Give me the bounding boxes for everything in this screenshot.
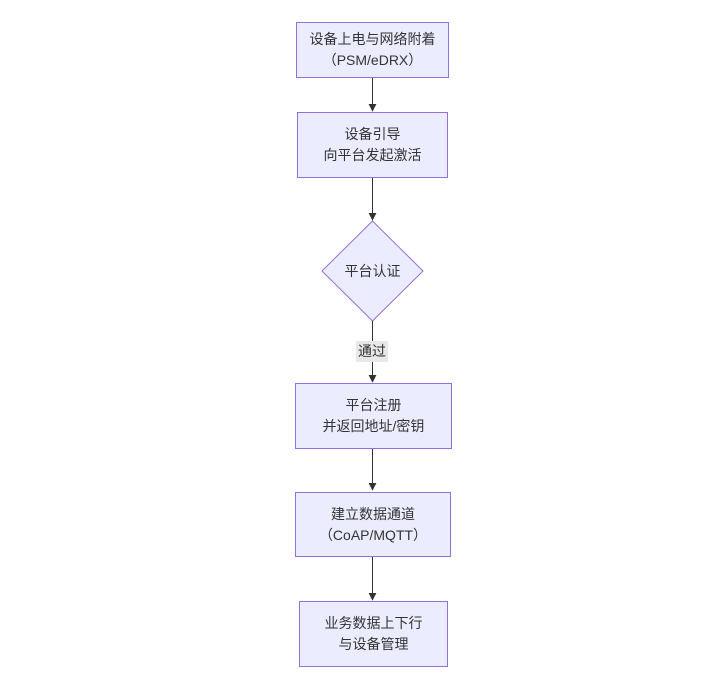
node-label: 并返回地址/密钥 [322, 418, 425, 434]
node-power-attach: 设备上电与网络附着 （PSM/eDRX） [296, 22, 449, 78]
node-label: 建立数据通道 [331, 505, 415, 522]
node-label: 平台认证 [344, 263, 401, 279]
node-label: 平台注册 [345, 397, 402, 413]
node-label: （PSM/eDRX） [322, 52, 423, 68]
node-data-channel: 建立数据通道 （CoAP/MQTT） [295, 492, 451, 557]
edge-label-pass: 通过 [356, 341, 388, 362]
node-label: 设备上电与网络附着 [309, 31, 436, 47]
node-label: （CoAP/MQTT） [318, 526, 428, 543]
node-business-data: 业务数据上下行 与设备管理 [299, 601, 448, 667]
node-label: 业务数据上下行 [324, 615, 423, 631]
node-bootstrap-activate: 设备引导 向平台发起激活 [297, 112, 448, 178]
node-label: 设备引导 [344, 126, 401, 142]
node-platform-register: 平台注册 并返回地址/密钥 [295, 383, 452, 449]
node-label: 向平台发起激活 [323, 147, 422, 163]
node-platform-auth: 平台认证 [322, 221, 423, 321]
node-label: 与设备管理 [338, 636, 409, 652]
